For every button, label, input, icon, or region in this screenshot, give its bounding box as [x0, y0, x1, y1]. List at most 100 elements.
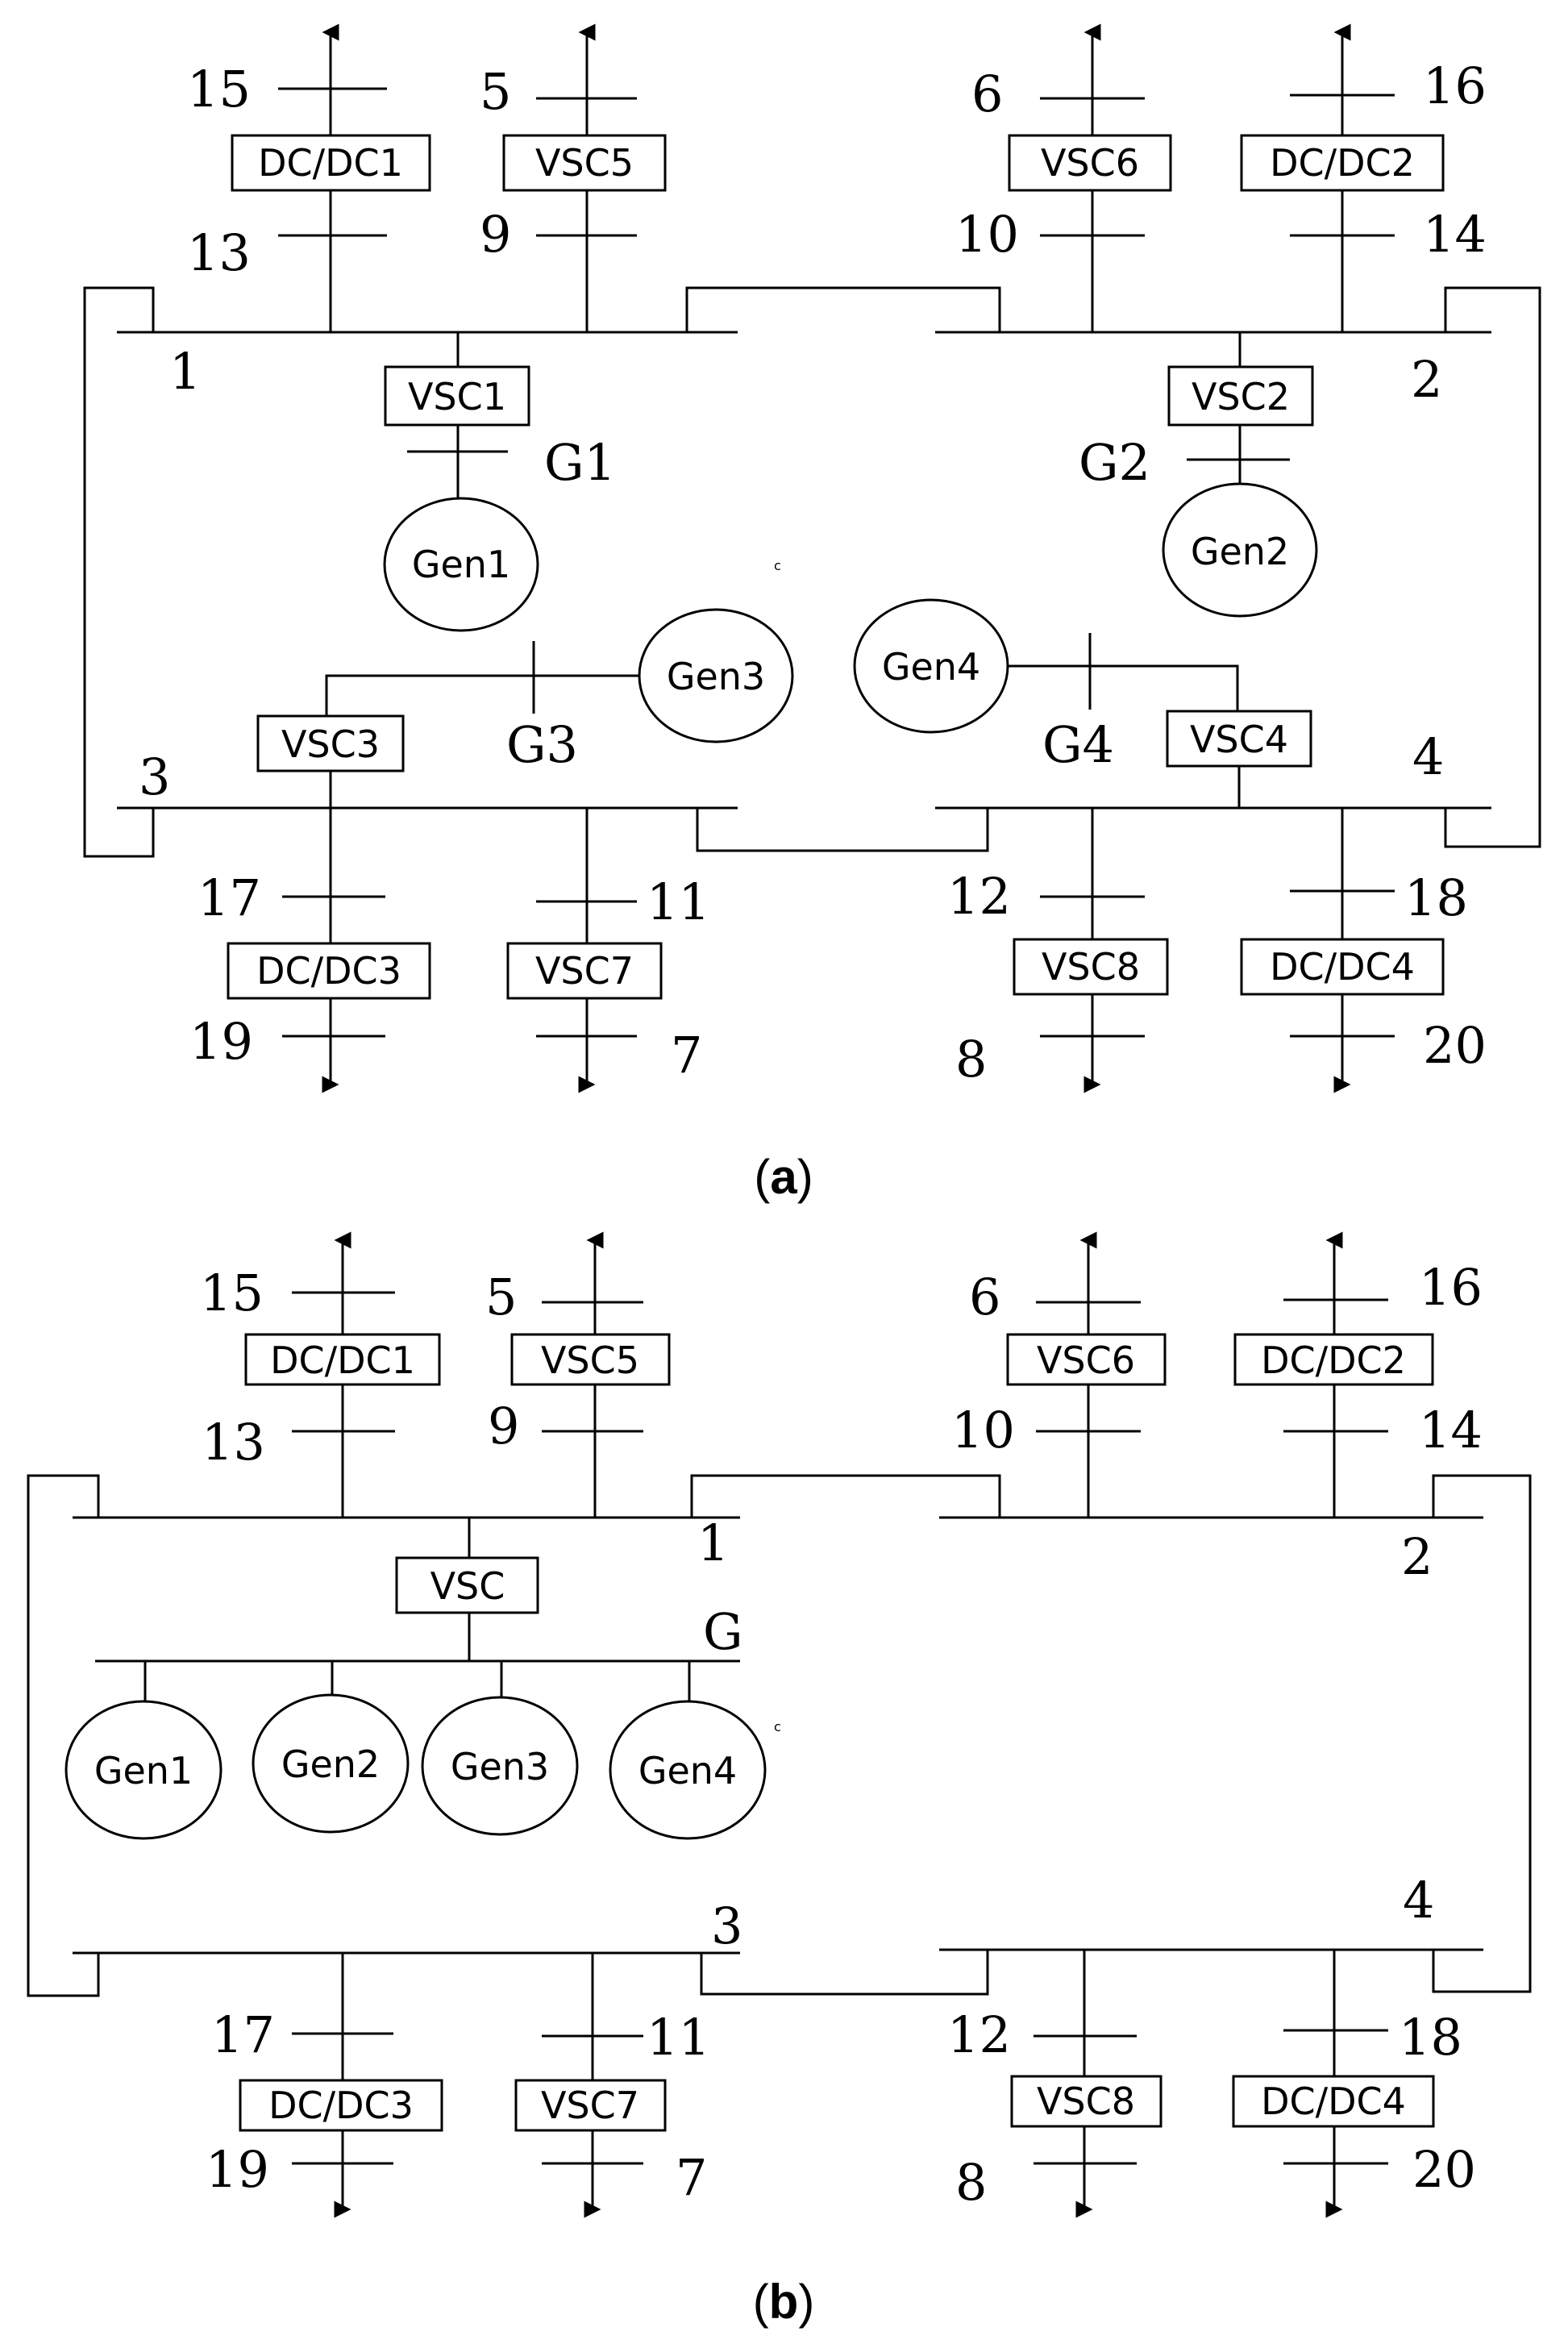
label-18: 18 [1399, 2008, 1462, 2067]
label-15: 15 [187, 60, 251, 119]
vsc5-label: VSC5 [535, 141, 634, 185]
dcdc2-box [1233, 1333, 1434, 1386]
bus-3-label: 3 [139, 747, 170, 806]
label-9: 9 [480, 205, 511, 264]
bus-g-label: G [703, 1602, 743, 1661]
dcdc3-label: DC/DC3 [256, 949, 401, 993]
label-16: 16 [1419, 1258, 1483, 1317]
line-1-3 [83, 286, 155, 858]
label-17: 17 [198, 868, 261, 927]
label-14: 14 [1419, 1401, 1483, 1459]
dcdc2-box [1240, 134, 1445, 192]
label-17: 17 [211, 2005, 275, 2064]
vsc7-label: VSC7 [541, 2084, 639, 2127]
vsc6-label: VSC6 [1037, 1339, 1135, 1382]
bus-4-label: 4 [1412, 727, 1444, 786]
dcdc2-label: DC/DC2 [1270, 141, 1415, 185]
gen2-label: Gen2 [1191, 530, 1289, 573]
vsc5-label: VSC5 [541, 1339, 639, 1382]
panel-a: DC/DC1 VSC5 VSC6 DC/DC2 15 5 6 16 13 9 1… [83, 23, 1541, 1204]
dcdc4-label: DC/DC4 [1270, 945, 1415, 989]
vsc2-box [1167, 365, 1314, 427]
label-16: 16 [1423, 56, 1487, 115]
stray-mark: c [774, 1719, 781, 1734]
vsc1-label: VSC1 [408, 375, 506, 418]
bus-2-label: 2 [1411, 350, 1442, 409]
bus-3-label: 3 [711, 1897, 742, 1955]
gen1-label: Gen1 [412, 543, 510, 586]
vsc5-box [502, 134, 667, 192]
gen4-label: Gen4 [882, 645, 980, 689]
label-6: 6 [969, 1268, 1000, 1326]
label-6: 6 [971, 65, 1003, 123]
label-15: 15 [200, 1264, 264, 1322]
vsc7-box [514, 2079, 667, 2132]
bus-g1-label: G1 [544, 433, 616, 492]
label-20: 20 [1423, 1016, 1487, 1075]
label-19: 19 [206, 2140, 269, 2199]
vsc4-label: VSC4 [1190, 718, 1288, 761]
line-1-2 [690, 1474, 1001, 1518]
dcdc3-box [227, 942, 431, 1000]
vsc6-box [1008, 134, 1172, 192]
gen4-circle [609, 1700, 767, 1840]
gen1-label: Gen1 [94, 1749, 193, 1792]
vsc-label: VSC [430, 1564, 505, 1608]
gen2-circle [252, 1693, 410, 1834]
label-13: 13 [187, 223, 251, 282]
bus-2-label: 2 [1401, 1527, 1433, 1586]
vsc7-label: VSC7 [535, 949, 634, 993]
caption-b: (b) [753, 2275, 815, 2329]
label-8: 8 [955, 2153, 987, 2212]
vsc6-label: VSC6 [1041, 141, 1139, 185]
caption-a: (a) [754, 1150, 813, 1204]
label-9: 9 [488, 1397, 519, 1455]
line-3-4 [696, 808, 989, 852]
label-7: 7 [671, 1026, 702, 1085]
line-1-3 [27, 1474, 100, 1997]
gen2-circle [1162, 482, 1318, 618]
gen4-label: Gen4 [638, 1749, 737, 1792]
vsc8-label: VSC8 [1037, 2080, 1135, 2123]
vsc8-box [1013, 938, 1169, 996]
label-11: 11 [647, 872, 710, 931]
panel-b: DC/DC1 VSC5 VSC6 DC/DC2 15 5 6 16 13 9 1… [27, 1231, 1532, 2329]
label-18: 18 [1404, 868, 1468, 927]
dcdc4-box [1232, 2075, 1435, 2128]
label-5: 5 [480, 62, 511, 121]
vsc1-box [384, 365, 530, 427]
bus-1-label: 1 [169, 342, 201, 401]
label-20: 20 [1412, 2140, 1476, 2199]
label-10: 10 [955, 205, 1019, 264]
gen3-feeder [325, 674, 639, 716]
vsc5-box [510, 1333, 671, 1386]
label-7: 7 [676, 2148, 707, 2207]
gen3-circle [421, 1696, 579, 1836]
bus-g4-label: G4 [1042, 715, 1114, 774]
gen2-label: Gen2 [281, 1743, 380, 1786]
bus-g2-label: G2 [1079, 433, 1150, 492]
label-11: 11 [647, 2008, 710, 2067]
label-12: 12 [947, 867, 1011, 926]
dcdc4-box [1240, 938, 1445, 996]
vsc7-box [506, 942, 663, 1000]
bus-g3-label: G3 [506, 715, 578, 774]
dcdc1-box [231, 134, 431, 192]
label-13: 13 [202, 1413, 265, 1472]
dcdc1-label: DC/DC1 [270, 1339, 415, 1382]
label-19: 19 [189, 1012, 253, 1071]
gen1-circle [64, 1700, 223, 1840]
dcdc3-label: DC/DC3 [268, 2084, 414, 2127]
dcdc3-box [239, 2079, 443, 2132]
vsc6-box [1006, 1333, 1167, 1386]
line-2-4 [1432, 1474, 1532, 1993]
dcdc1-box [244, 1333, 441, 1386]
bus-1-label: 1 [697, 1514, 729, 1572]
stray-mark: c [774, 558, 781, 573]
dcdc4-label: DC/DC4 [1261, 2080, 1406, 2123]
vsc8-box [1010, 2075, 1162, 2128]
label-10: 10 [951, 1401, 1015, 1459]
gen3-label: Gen3 [667, 655, 765, 698]
line-1-2 [685, 286, 1001, 332]
